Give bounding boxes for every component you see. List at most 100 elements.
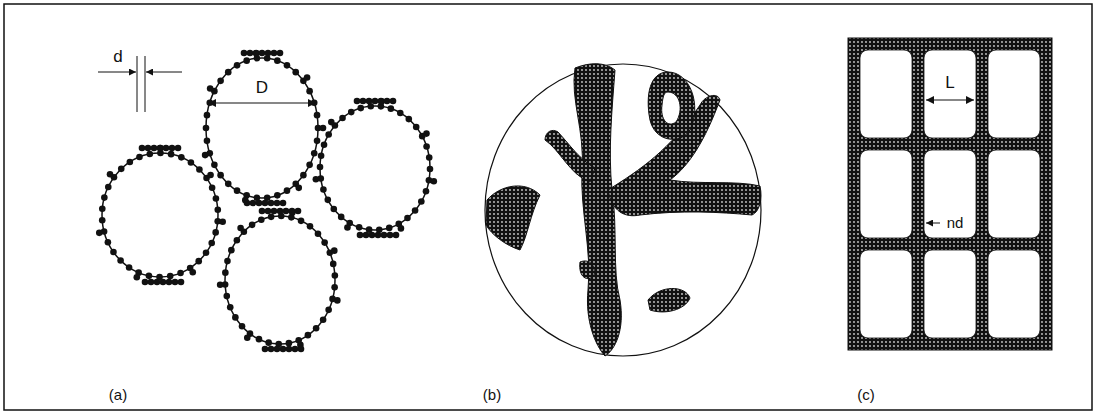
coated-spheres: [96, 50, 437, 353]
particle-dot: [418, 198, 425, 205]
particle-dot: [259, 208, 266, 215]
particle-dot: [280, 200, 287, 207]
particle-dot: [225, 181, 232, 188]
particle-dot: [298, 218, 305, 225]
particle-dot: [271, 208, 278, 215]
particle-dot: [372, 98, 379, 105]
particle-dot: [244, 200, 251, 207]
particle-dot: [412, 207, 419, 214]
particle-dot: [217, 78, 224, 85]
particle-dot: [330, 206, 337, 213]
particle-dot: [253, 50, 260, 57]
particle-dot: [139, 145, 146, 152]
particle-dot: [339, 115, 346, 122]
particle-dot: [99, 206, 106, 213]
particle-dot: [126, 264, 133, 271]
particle-dot: [142, 279, 149, 286]
particle-dot: [274, 346, 281, 353]
particle-dot: [118, 166, 125, 173]
particle-dot: [320, 186, 327, 193]
particle-dot: [160, 279, 167, 286]
particle-dot: [250, 200, 257, 207]
particle-dot: [283, 208, 290, 215]
particle-dot: [315, 230, 322, 237]
particle-dot: [146, 273, 153, 280]
particle-dot: [148, 279, 155, 286]
particle-dot: [259, 50, 266, 57]
particle-dot: [381, 232, 388, 239]
particle-dot: [320, 316, 327, 323]
particle-dot: [313, 176, 320, 183]
particle-dot: [423, 143, 430, 150]
particle-dot: [331, 284, 338, 291]
particle-dot: [188, 159, 195, 166]
particle-dot: [325, 307, 332, 314]
particle-dot: [232, 314, 239, 321]
particle-dot: [208, 240, 215, 247]
particle-dot: [306, 88, 313, 95]
particle-dot: [237, 225, 244, 232]
pore: [860, 250, 912, 338]
particle-dot: [307, 223, 314, 230]
particle-dot: [268, 346, 275, 353]
particle-dot: [277, 208, 284, 215]
particle-dot: [286, 340, 293, 347]
particle-dot: [328, 119, 335, 126]
particle-dot: [274, 200, 281, 207]
particle-dot: [249, 222, 256, 229]
dimension-label: nd: [947, 215, 964, 230]
particle-dot: [284, 187, 291, 194]
particle-dot: [213, 195, 220, 202]
particle-dot: [214, 206, 221, 213]
particle-dot: [338, 214, 345, 221]
particle-dot: [265, 339, 272, 346]
particle-dot: [258, 217, 265, 224]
particle-dot: [330, 261, 337, 268]
particle-dot: [300, 172, 307, 179]
particle-dot: [284, 62, 291, 69]
particle-dot: [243, 57, 250, 64]
particle-dot: [234, 62, 241, 69]
particle-dot: [360, 98, 367, 105]
particle-dot: [222, 269, 229, 276]
particle-dot: [271, 50, 278, 57]
particle-dot: [413, 124, 420, 131]
particle-dot: [304, 74, 311, 81]
particle-dot: [217, 172, 224, 179]
particle-dot: [110, 249, 117, 256]
particle-dot: [227, 304, 234, 311]
particle-dot: [212, 229, 219, 236]
particle-dot: [241, 50, 248, 57]
particle-dot: [431, 178, 438, 185]
particle-dot: [167, 273, 174, 280]
particle-dot: [175, 145, 182, 152]
panel-label: (b): [483, 387, 501, 402]
particle-dot: [386, 225, 393, 232]
particle-dot: [169, 145, 176, 152]
particle-dot: [207, 172, 214, 179]
particle-dot: [321, 141, 328, 148]
particle-dot: [203, 249, 210, 256]
particle-dot: [107, 171, 114, 178]
dimension-label: D: [256, 79, 268, 96]
network-particle: [485, 64, 761, 356]
particle-dot: [406, 116, 413, 123]
particle-dot: [262, 200, 269, 207]
particle-dot: [387, 232, 394, 239]
particle-dot: [239, 323, 246, 330]
particle-dot: [344, 224, 351, 231]
particle-dot: [292, 346, 299, 353]
particle-dot: [268, 200, 275, 207]
particle-dot: [253, 50, 260, 57]
pore: [924, 150, 976, 238]
particle-dot: [105, 184, 112, 191]
particle-dot: [363, 232, 370, 239]
particle-dot: [202, 152, 209, 159]
particle-dot: [318, 152, 325, 159]
particle-dot: [225, 69, 232, 76]
particle-dot: [96, 230, 103, 237]
particle-dot: [256, 200, 263, 207]
particle-dot: [375, 232, 382, 239]
particle-dot: [145, 145, 152, 152]
particle-dot: [136, 154, 143, 161]
